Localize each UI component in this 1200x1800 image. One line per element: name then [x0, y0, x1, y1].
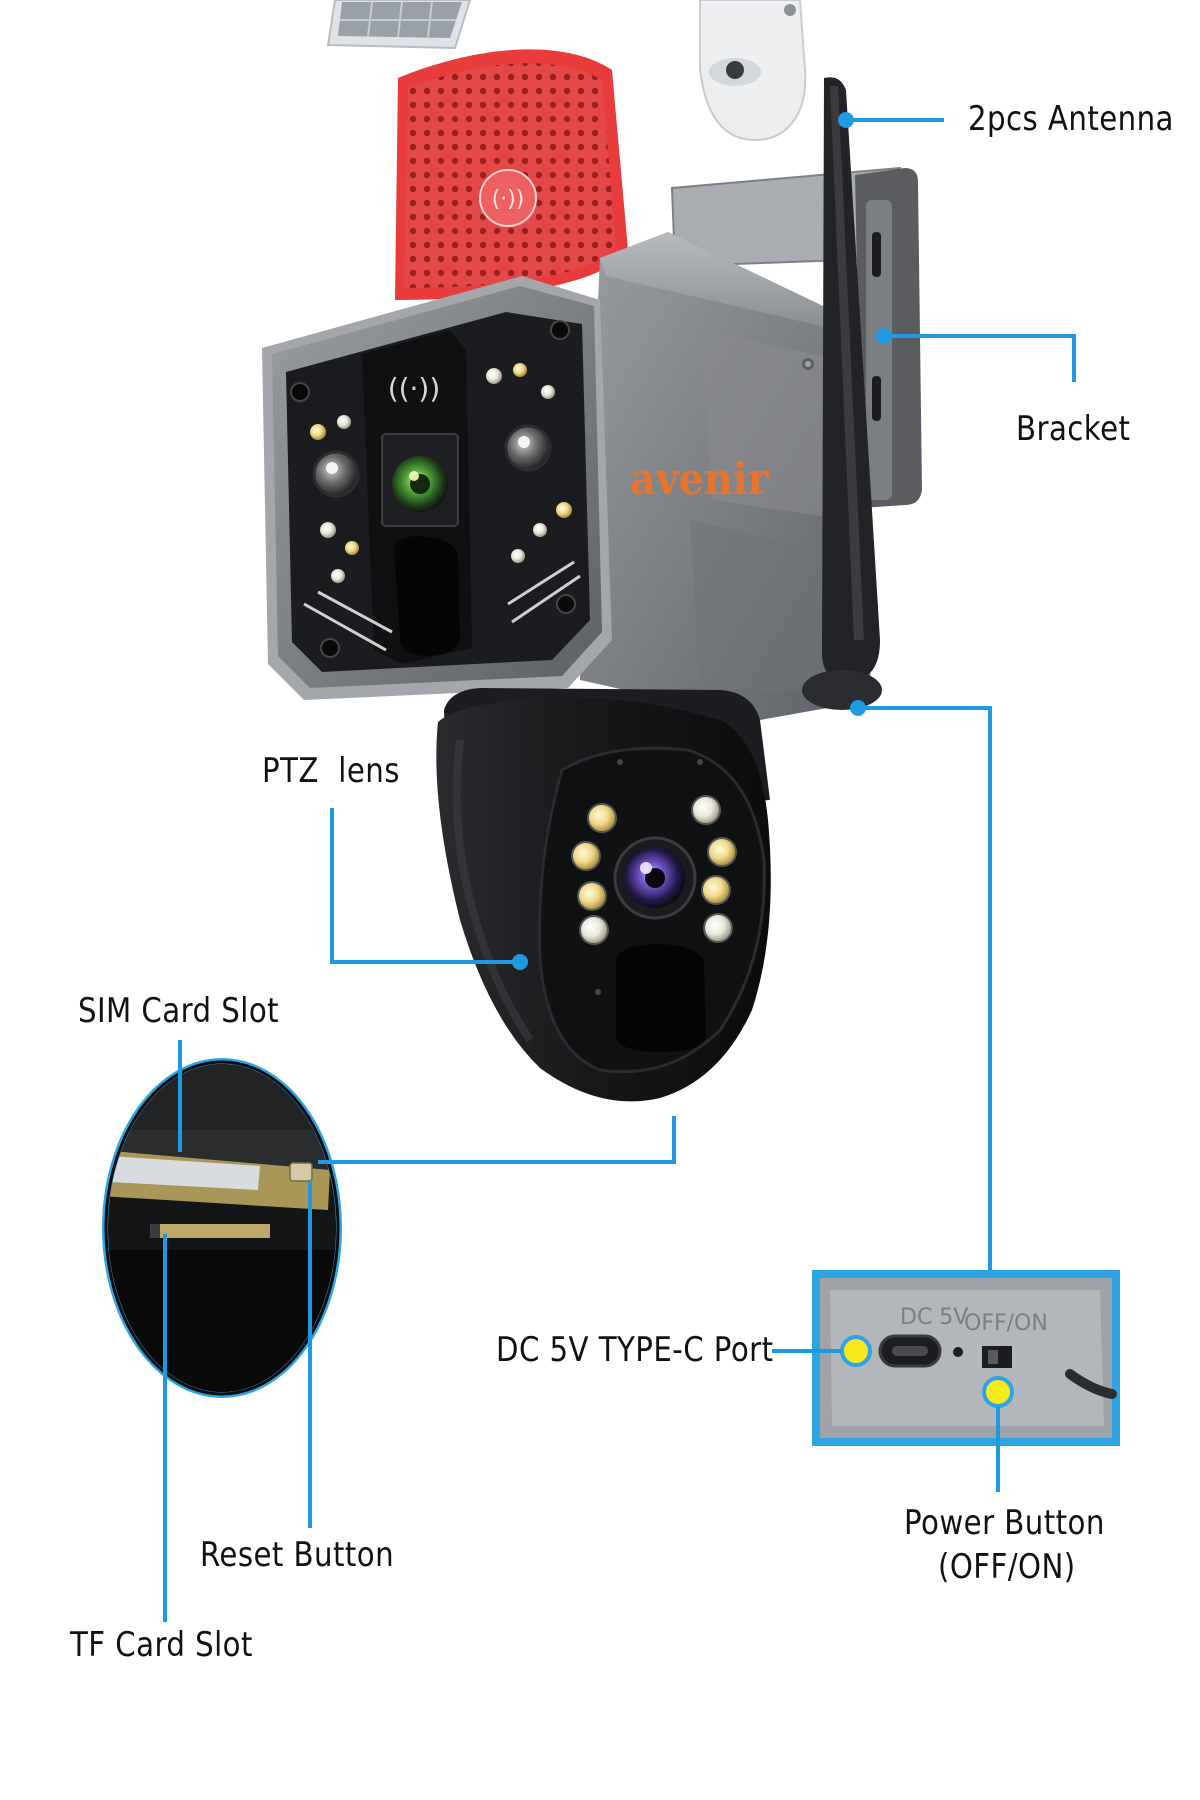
label-antenna: 2pcs Antenna [968, 99, 1174, 139]
antenna [802, 77, 882, 710]
label-ptz-lens: PTZ lens [262, 751, 400, 791]
svg-text:(·)): (·)) [492, 187, 525, 212]
label-dc-port: DC 5V TYPE-C Port [496, 1330, 774, 1370]
power-button-highlight-dot [982, 1376, 1014, 1408]
svg-text:((·)): ((·)) [388, 372, 441, 405]
ptz-dome [436, 688, 771, 1102]
fixed-camera-faceplate: ((·)) [262, 276, 612, 700]
solar-panel [326, 0, 472, 50]
callout-anchor-dots [512, 112, 892, 970]
label-power-button: Power Button [904, 1503, 1105, 1543]
label-power-button-offon: (OFF/ON) [938, 1547, 1076, 1587]
label-bracket: Bracket [1016, 409, 1131, 449]
panel-dc5v-text: DC 5V [900, 1305, 968, 1330]
card-slot-inset [102, 1058, 342, 1398]
wall-mount [699, 0, 807, 142]
label-sim-card-slot: SIM Card Slot [78, 991, 280, 1031]
power-panel-inset: DC 5V OFF/ON [812, 1270, 1120, 1446]
label-tf-card-slot: TF Card Slot [70, 1625, 253, 1665]
dc-port-highlight-dot [840, 1335, 872, 1367]
brand-logo-text: avenir [630, 454, 769, 505]
camera-body [580, 232, 872, 720]
panel-offon-text: OFF/ON [964, 1311, 1048, 1336]
speaker-grille: (·)) [395, 49, 628, 300]
label-reset-button: Reset Button [200, 1535, 395, 1575]
callout-lines [163, 118, 1076, 1622]
